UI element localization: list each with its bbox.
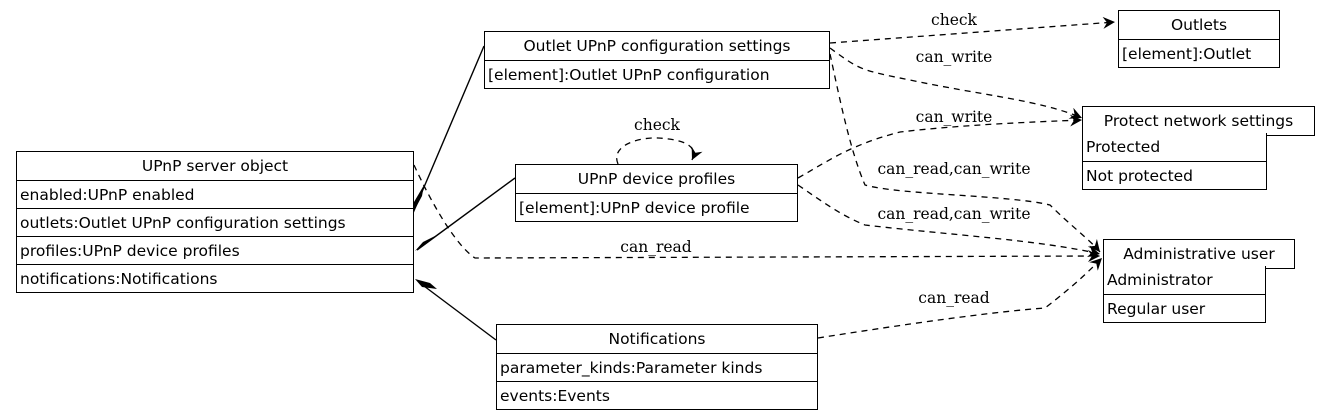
- node-administrative-user-values[interactable]: Administrator Regular user: [1103, 266, 1266, 323]
- node-title: UPnP device profiles: [577, 170, 736, 188]
- node-attribute: profiles:UPnP device profiles: [17, 236, 413, 264]
- node-upnp-device-profiles[interactable]: UPnP device profiles [element]:UPnP devi…: [515, 164, 798, 222]
- edge-label-notif-admin: can_read: [918, 289, 989, 307]
- node-attribute: Protected: [1086, 138, 1161, 156]
- node-upnp-server-object[interactable]: UPnP server object enabled:UPnP enabled …: [16, 151, 414, 293]
- edge-notif-admin-line: [817, 257, 1103, 339]
- edge-label-cfg-admin: can_read,can_write: [877, 160, 1030, 178]
- node-administrative-user-title[interactable]: Administrative user: [1103, 239, 1295, 269]
- node-attribute: Regular user: [1104, 294, 1265, 322]
- node-attribute: parameter_kinds:Parameter kinds: [497, 353, 817, 381]
- node-notifications[interactable]: Notifications parameter_kinds:Parameter …: [496, 324, 818, 410]
- node-title: Notifications: [608, 330, 706, 348]
- node-protect-network-settings-title[interactable]: Protect network settings: [1082, 106, 1315, 136]
- edge-label-cfg-outlets: check: [931, 11, 978, 29]
- edge-label-prof-protect: can_write: [916, 108, 993, 126]
- node-attribute: events:Events: [497, 381, 817, 409]
- edge-cfg-admin-line: [829, 53, 1101, 253]
- node-attribute: notifications:Notifications: [17, 264, 413, 292]
- node-protect-network-settings-values[interactable]: Protected Not protected: [1082, 133, 1267, 190]
- edge-label-prof-self: check: [634, 116, 681, 134]
- node-attribute: [element]:Outlet UPnP configuration: [485, 60, 829, 88]
- node-title: Outlet UPnP configuration settings: [523, 37, 791, 55]
- node-title: Protect network settings: [1103, 112, 1294, 130]
- composition-outlets: [412, 45, 485, 214]
- composition-notifications: [415, 279, 497, 341]
- edge-prof-self-line: [616, 137, 703, 165]
- edge-prof-protect-line: [797, 114, 1083, 179]
- edge-label-server-admin: can_read: [620, 238, 691, 256]
- node-title: UPnP server object: [141, 157, 289, 175]
- edge-label-prof-admin: can_read,can_write: [877, 205, 1030, 223]
- node-title: Outlets: [1170, 16, 1228, 34]
- node-attribute: Administrator: [1107, 271, 1213, 289]
- edge-server-admin-line: [413, 164, 1101, 263]
- composition-profiles: [415, 177, 516, 251]
- node-attribute: [element]:UPnP device profile: [516, 193, 797, 221]
- node-title: Administrative user: [1123, 245, 1275, 263]
- edge-cfg-outlets-line: [829, 16, 1116, 44]
- node-attribute: enabled:UPnP enabled: [17, 180, 413, 208]
- node-attribute: outlets:Outlet UPnP configuration settin…: [17, 208, 413, 236]
- node-attribute: Not protected: [1083, 161, 1266, 189]
- edge-prof-admin-line: [797, 184, 1101, 258]
- node-attribute: [element]:Outlet: [1119, 39, 1279, 67]
- edge-label-cfg-protect: can_write: [916, 48, 993, 66]
- node-outlets[interactable]: Outlets [element]:Outlet: [1118, 10, 1280, 68]
- edge-cfg-protect-line: [829, 47, 1083, 119]
- node-outlet-upnp-configuration-settings[interactable]: Outlet UPnP configuration settings [elem…: [484, 31, 830, 89]
